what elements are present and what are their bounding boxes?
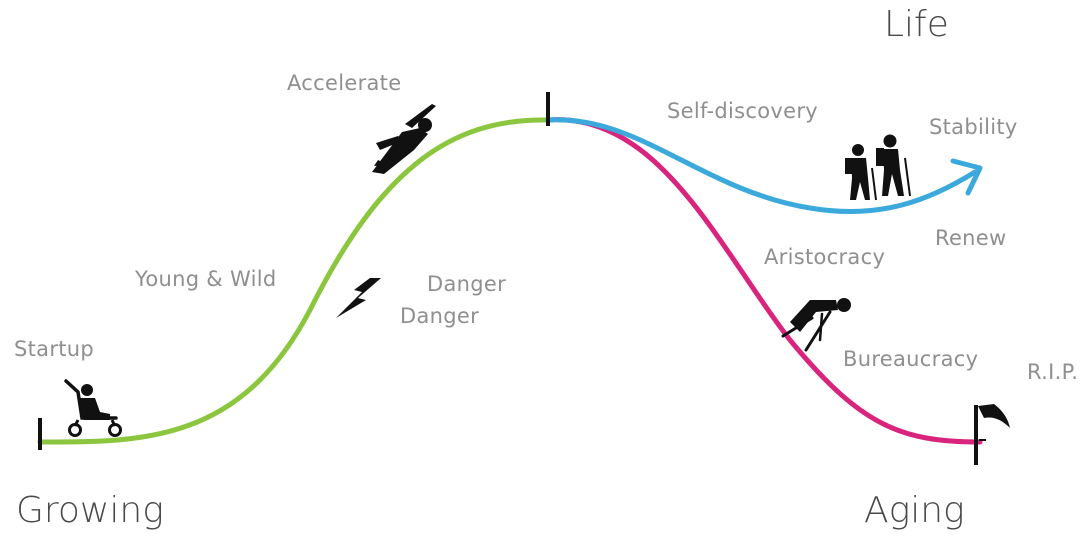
lightning-icon bbox=[336, 278, 381, 318]
label-young-wild: Young & Wild bbox=[135, 267, 277, 291]
superhero-flying-icon bbox=[372, 104, 436, 174]
label-rip: R.I.P. bbox=[1027, 360, 1079, 384]
label-stability: Stability bbox=[929, 115, 1018, 139]
label-accelerate: Accelerate bbox=[287, 71, 402, 95]
heading-growing: Growing bbox=[16, 490, 164, 531]
hikers-icon bbox=[845, 134, 911, 201]
stroller-icon bbox=[64, 379, 122, 437]
renew-curve bbox=[545, 117, 978, 215]
label-renew: Renew bbox=[935, 226, 1007, 250]
heading-life: Life bbox=[884, 4, 949, 45]
label-self-discovery: Self-discovery bbox=[667, 99, 819, 123]
label-aristocracy: Aristocracy bbox=[764, 245, 886, 269]
label-danger-2: Danger bbox=[400, 304, 480, 328]
grave-flag-icon bbox=[974, 404, 1010, 465]
stability-arrow-head bbox=[950, 158, 983, 196]
label-startup: Startup bbox=[14, 337, 95, 361]
label-danger-1: Danger bbox=[427, 272, 507, 296]
growth-curve bbox=[37, 117, 551, 445]
label-bureaucracy: Bureaucracy bbox=[843, 347, 979, 371]
heading-aging: Aging bbox=[864, 490, 965, 531]
decline-curve bbox=[545, 117, 983, 445]
skier-falling-icon bbox=[781, 298, 851, 352]
